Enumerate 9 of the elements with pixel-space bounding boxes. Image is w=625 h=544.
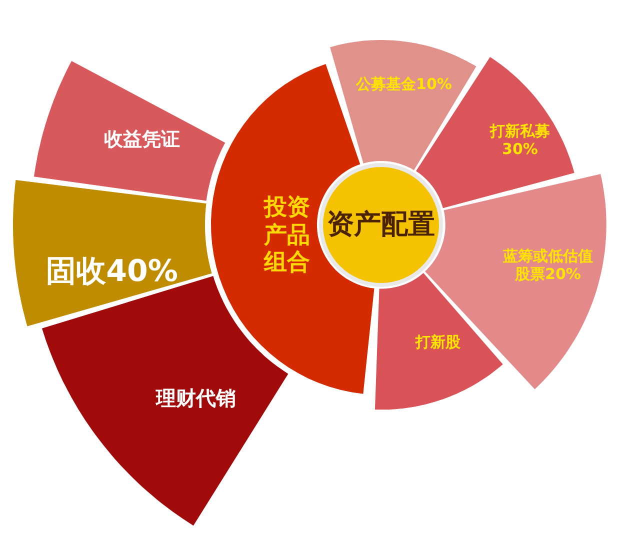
segment-label: 蓝筹或低估值股票20% bbox=[502, 246, 593, 283]
segment-label: 公募基金10% bbox=[354, 74, 453, 93]
segment-label: 收益凭证 bbox=[102, 128, 181, 152]
segment-label: 打新私募30% bbox=[488, 122, 551, 158]
segment-label: 投资产品组合 bbox=[262, 194, 311, 278]
segment-label: 理财代销 bbox=[154, 386, 237, 410]
segment-label: 打新股 bbox=[414, 332, 462, 351]
segment-label: 资产配置 bbox=[326, 208, 436, 242]
segment-label: 固收40% bbox=[45, 254, 179, 290]
